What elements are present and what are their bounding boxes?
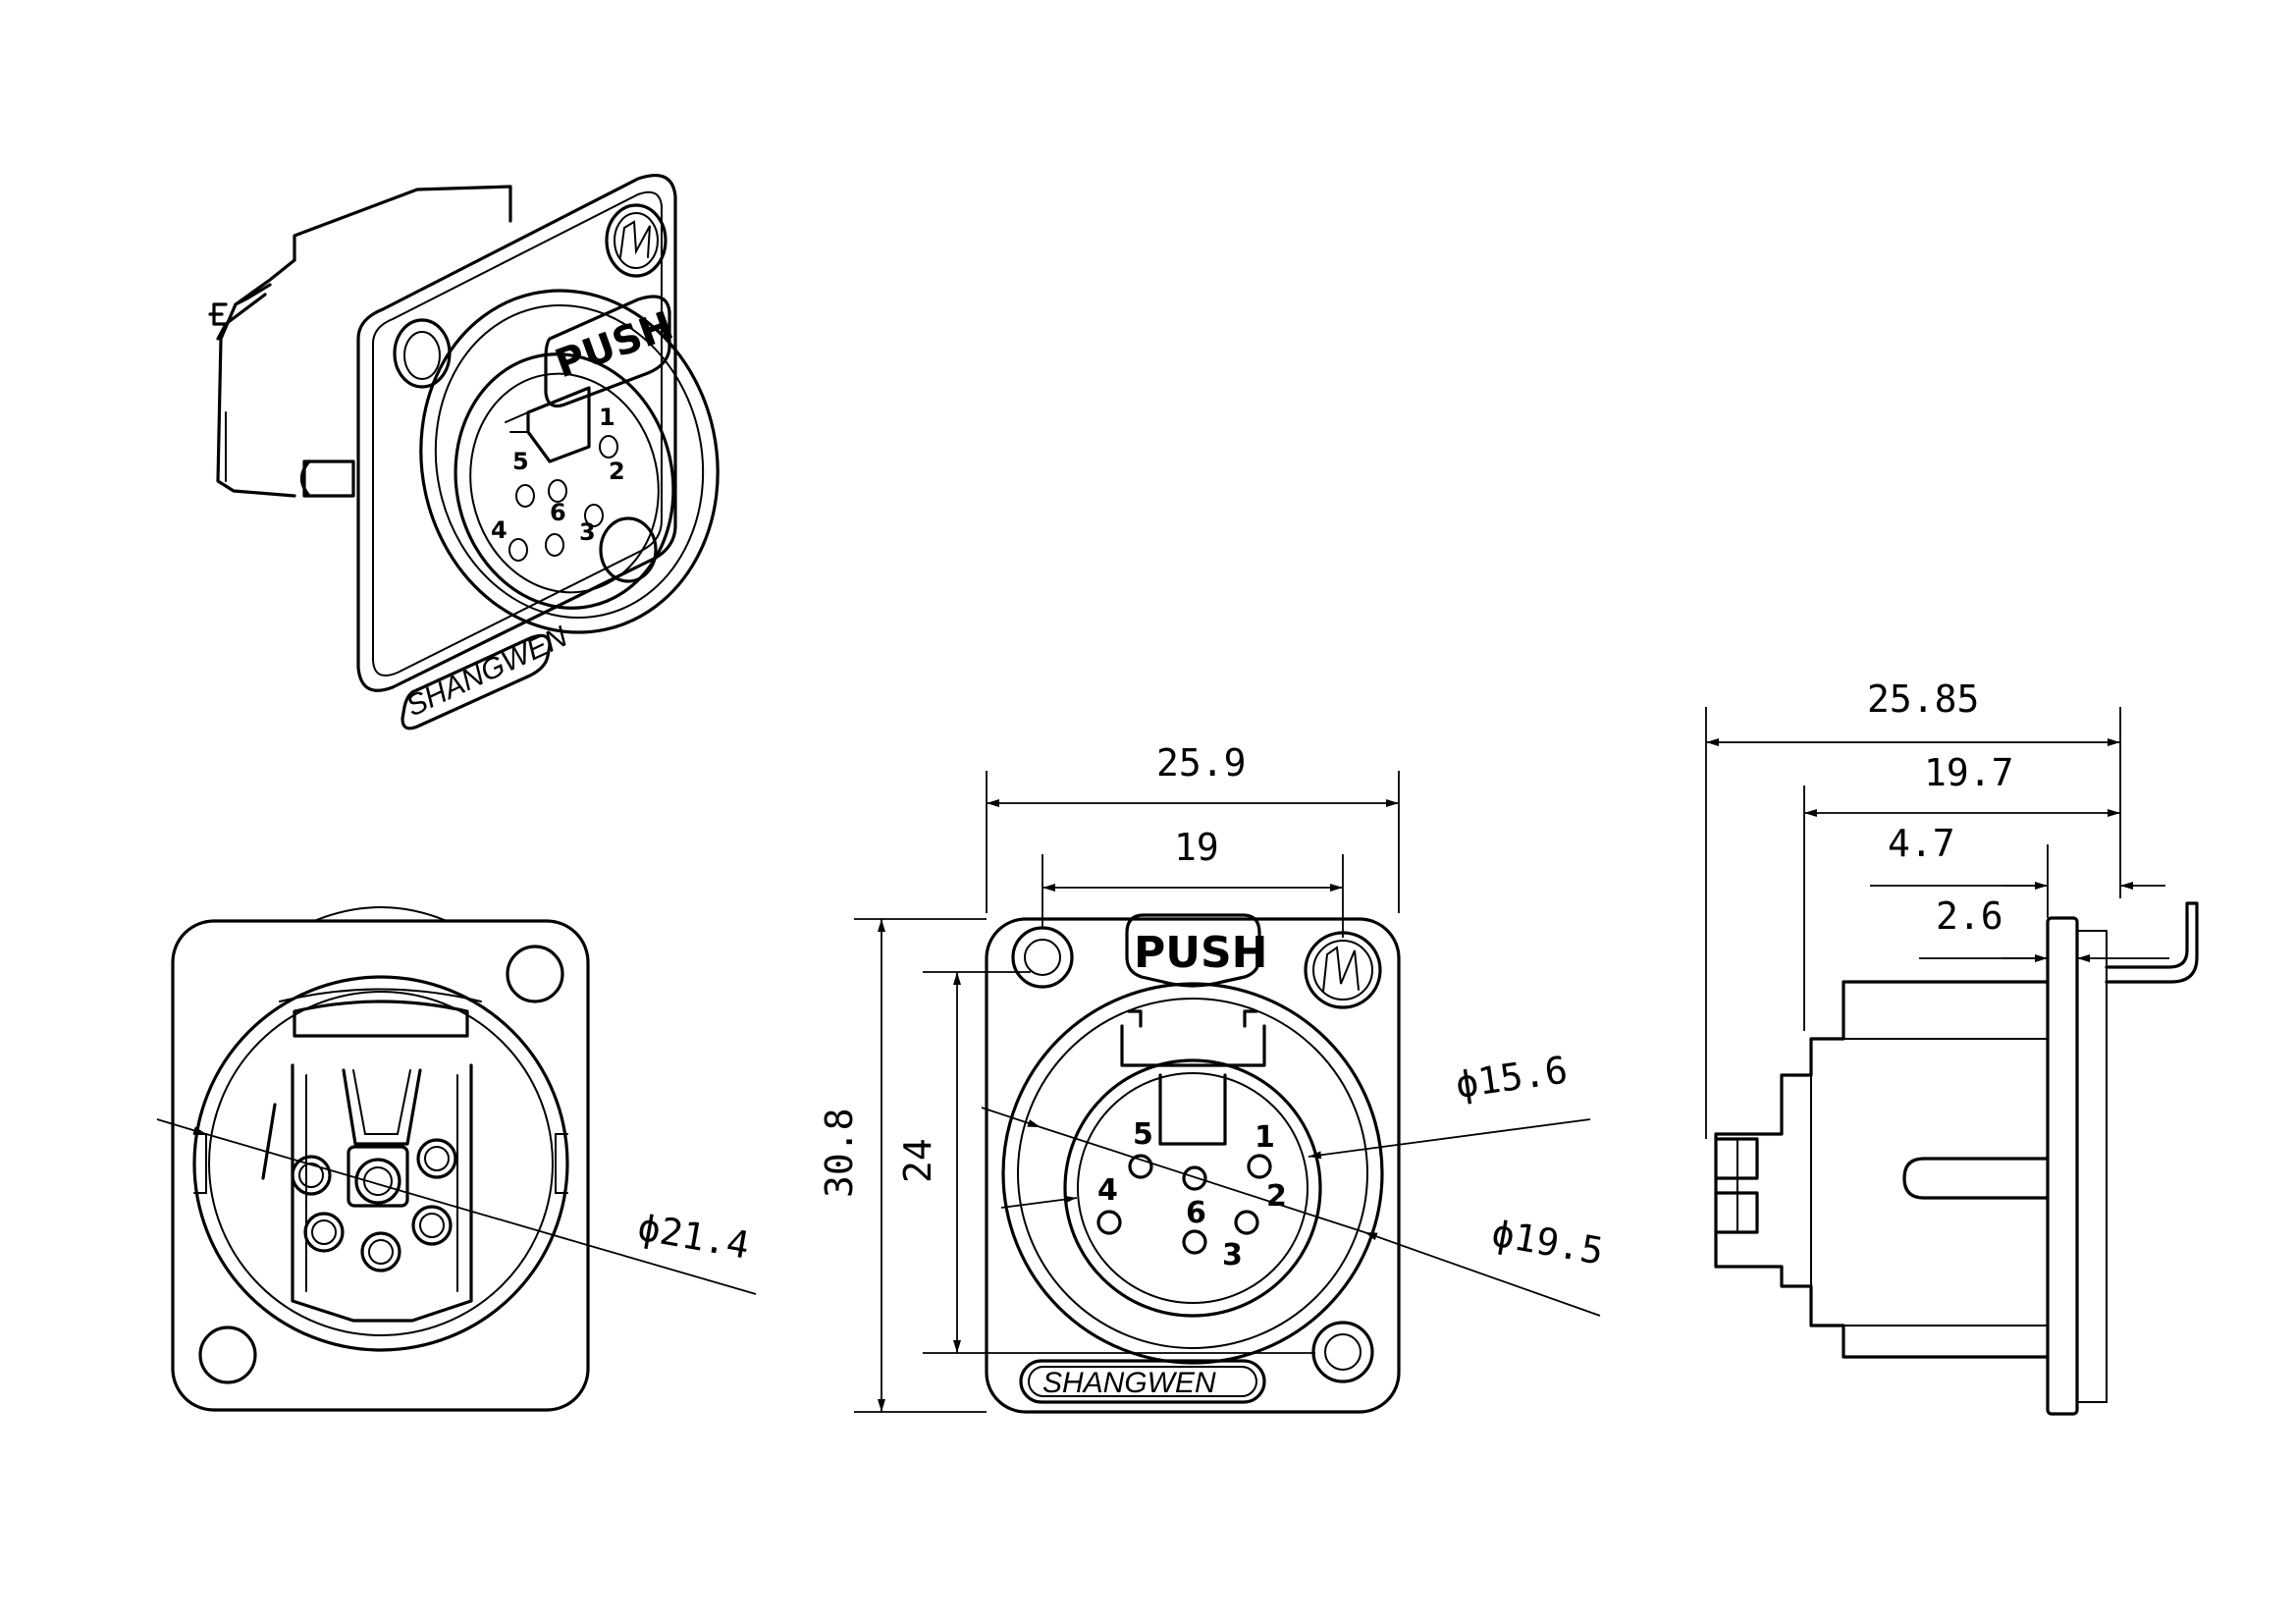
front-view: PUSH 1 2 3 4 5 6 SHANGWEN	[818, 741, 1607, 1414]
dim-side-body: 19.7	[1924, 751, 2014, 794]
dim-front-height: 30.8	[818, 1108, 861, 1198]
isometric-view: PUSH 1 2 3 4 5 6 SHANGWEN	[208, 174, 720, 731]
front-push-label: PUSH	[1134, 928, 1268, 978]
isometric-pin-holes	[508, 435, 618, 562]
dim-front-hole-spacing-v: 24	[896, 1138, 939, 1183]
front-logo-icon	[1304, 931, 1382, 1009]
isometric-push-tab: PUSH	[544, 295, 679, 408]
iso-pin-3: 3	[579, 518, 596, 546]
iso-pin-5: 5	[512, 448, 529, 475]
dim-side-4-7: 4.7	[1888, 822, 1955, 865]
front-pin-1: 1	[1255, 1120, 1275, 1155]
iso-pin-1: 1	[599, 404, 615, 431]
rear-view: ϕ21.4	[156, 906, 757, 1412]
front-push-tab: PUSH	[1125, 913, 1268, 988]
side-view: 25.85 19.7 4.7 2.6	[1705, 677, 2199, 1416]
isometric-brand-plate: SHANGWEN	[400, 621, 572, 731]
iso-pin-6: 6	[550, 499, 566, 526]
isometric-logo-icon	[605, 203, 667, 278]
front-pin-3: 3	[1222, 1238, 1243, 1272]
front-pin-6: 6	[1186, 1196, 1206, 1230]
front-pin-5: 5	[1133, 1117, 1153, 1152]
dim-side-total: 25.85	[1867, 677, 1979, 721]
dim-front-hole-spacing: 19	[1174, 826, 1219, 869]
front-pin-4: 4	[1097, 1173, 1118, 1208]
dim-side-2-6: 2.6	[1936, 894, 2003, 938]
iso-pin-2: 2	[609, 458, 625, 485]
dim-dia-19-5: ϕ19.5	[1488, 1212, 1606, 1273]
front-brand-label: SHANGWEN	[1042, 1367, 1216, 1399]
front-brand-plate: SHANGWEN	[1019, 1359, 1266, 1404]
iso-pin-4: 4	[491, 516, 507, 544]
dim-dia-15-6: ϕ15.6	[1453, 1048, 1570, 1106]
front-pin-holes	[1096, 1154, 1272, 1255]
rear-solder-cups	[291, 1138, 457, 1272]
dim-front-width: 25.9	[1156, 741, 1247, 785]
front-pin-2: 2	[1266, 1179, 1287, 1214]
dim-dia-21-4: ϕ21.4	[634, 1206, 752, 1268]
isometric-push-label: PUSH	[550, 303, 679, 388]
